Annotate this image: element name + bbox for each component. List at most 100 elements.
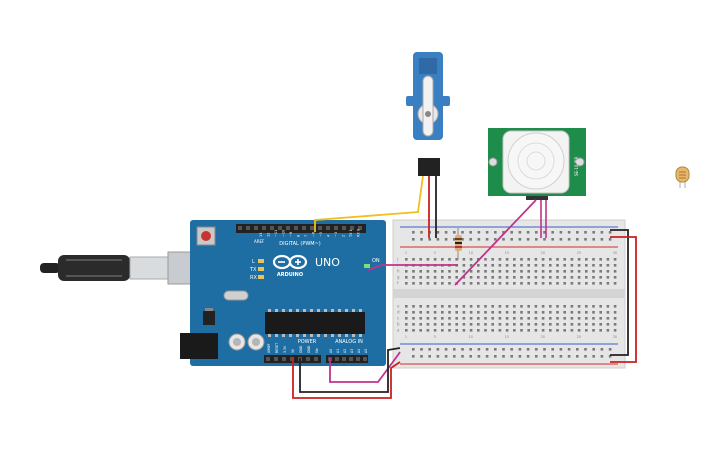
rail-hole[interactable]: [526, 355, 530, 358]
breadboard-hole[interactable]: [606, 305, 610, 308]
breadboard-hole[interactable]: [599, 323, 602, 326]
breadboard-hole[interactable]: [441, 323, 444, 326]
breadboard-hole[interactable]: [505, 317, 509, 320]
breadboard-hole[interactable]: [462, 323, 466, 326]
breadboard-hole[interactable]: [412, 323, 415, 326]
breadboard-hole[interactable]: [585, 317, 588, 320]
breadboard-hole[interactable]: [592, 282, 595, 285]
rail-hole[interactable]: [494, 355, 497, 358]
breadboard-hole[interactable]: [448, 323, 451, 326]
breadboard-hole[interactable]: [570, 282, 574, 285]
rail-hole[interactable]: [526, 231, 530, 234]
breadboard-hole[interactable]: [412, 311, 415, 314]
breadboard-hole[interactable]: [462, 282, 466, 285]
breadboard-hole[interactable]: [549, 323, 552, 326]
rail-hole[interactable]: [420, 238, 423, 241]
breadboard-hole[interactable]: [592, 276, 595, 279]
breadboard-hole[interactable]: [527, 323, 530, 326]
breadboard-hole[interactable]: [613, 317, 617, 320]
breadboard-hole[interactable]: [462, 264, 466, 267]
breadboard-hole[interactable]: [477, 305, 480, 308]
breadboard-hole[interactable]: [541, 264, 545, 267]
rail-hole[interactable]: [436, 348, 440, 351]
breadboard-hole[interactable]: [570, 317, 574, 320]
breadboard-hole[interactable]: [405, 323, 408, 326]
breadboard-hole[interactable]: [592, 311, 595, 314]
breadboard-hole[interactable]: [462, 258, 466, 261]
rail-hole[interactable]: [420, 231, 423, 234]
rail-hole[interactable]: [510, 355, 513, 358]
rail-hole[interactable]: [510, 348, 513, 351]
rail-hole[interactable]: [576, 238, 579, 241]
breadboard-hole[interactable]: [520, 317, 523, 320]
rail-hole[interactable]: [412, 348, 415, 351]
breadboard-hole[interactable]: [491, 317, 494, 320]
breadboard-hole[interactable]: [556, 305, 559, 308]
breadboard-hole[interactable]: [462, 270, 466, 273]
rail-hole[interactable]: [444, 355, 448, 358]
breadboard-hole[interactable]: [412, 317, 415, 320]
breadboard-hole[interactable]: [534, 258, 538, 261]
breadboard-hole[interactable]: [448, 258, 451, 261]
digital-pin-hole[interactable]: [286, 226, 290, 230]
breadboard-hole[interactable]: [585, 323, 588, 326]
breadboard-hole[interactable]: [613, 258, 617, 261]
breadboard-hole[interactable]: [513, 282, 516, 285]
rail-hole[interactable]: [584, 231, 587, 234]
rail-hole[interactable]: [502, 348, 505, 351]
breadboard-hole[interactable]: [577, 276, 581, 279]
breadboard-hole[interactable]: [469, 258, 473, 261]
breadboard-hole[interactable]: [613, 282, 617, 285]
rail-hole[interactable]: [494, 348, 497, 351]
rail-hole[interactable]: [608, 355, 612, 358]
breadboard-hole[interactable]: [585, 305, 588, 308]
breadboard-hole[interactable]: [606, 258, 610, 261]
digital-pin-hole[interactable]: [294, 226, 298, 230]
rail-hole[interactable]: [461, 355, 464, 358]
breadboard-hole[interactable]: [599, 258, 602, 261]
breadboard-hole[interactable]: [448, 317, 451, 320]
power-pin-hole[interactable]: [274, 357, 278, 361]
rail-hole[interactable]: [428, 355, 431, 358]
breadboard-hole[interactable]: [541, 323, 545, 326]
breadboard-hole[interactable]: [498, 264, 502, 267]
breadboard-hole[interactable]: [484, 323, 487, 326]
breadboard-hole[interactable]: [577, 305, 581, 308]
breadboard-hole[interactable]: [520, 323, 523, 326]
breadboard-hole[interactable]: [455, 305, 458, 308]
breadboard-hole[interactable]: [469, 323, 473, 326]
breadboard-hole[interactable]: [534, 282, 538, 285]
breadboard-hole[interactable]: [491, 305, 494, 308]
breadboard-hole[interactable]: [477, 329, 480, 332]
breadboard-hole[interactable]: [405, 317, 408, 320]
breadboard-hole[interactable]: [498, 329, 502, 332]
breadboard-hole[interactable]: [549, 276, 552, 279]
rail-hole[interactable]: [567, 348, 571, 351]
power-pin-hole[interactable]: [306, 357, 310, 361]
breadboard-hole[interactable]: [498, 323, 502, 326]
breadboard-hole[interactable]: [477, 270, 480, 273]
breadboard-hole[interactable]: [599, 276, 602, 279]
rail-hole[interactable]: [567, 238, 571, 241]
breadboard-hole[interactable]: [462, 311, 466, 314]
breadboard-hole[interactable]: [534, 329, 538, 332]
breadboard-hole[interactable]: [570, 276, 574, 279]
breadboard-hole[interactable]: [405, 282, 408, 285]
breadboard-hole[interactable]: [513, 329, 516, 332]
breadboard-hole[interactable]: [570, 323, 574, 326]
analog-pin-hole[interactable]: [356, 357, 360, 361]
breadboard-hole[interactable]: [613, 270, 617, 273]
breadboard-hole[interactable]: [455, 276, 458, 279]
breadboard-hole[interactable]: [527, 282, 530, 285]
rail-hole[interactable]: [543, 231, 546, 234]
breadboard-hole[interactable]: [455, 258, 458, 261]
analog-pin-hole[interactable]: [342, 357, 346, 361]
breadboard-hole[interactable]: [484, 311, 487, 314]
rail-hole[interactable]: [502, 355, 505, 358]
rail-hole[interactable]: [592, 348, 595, 351]
rail-hole[interactable]: [477, 231, 481, 234]
breadboard-hole[interactable]: [405, 311, 408, 314]
rail-hole[interactable]: [412, 231, 415, 234]
rail-hole[interactable]: [453, 348, 456, 351]
breadboard-hole[interactable]: [405, 258, 408, 261]
